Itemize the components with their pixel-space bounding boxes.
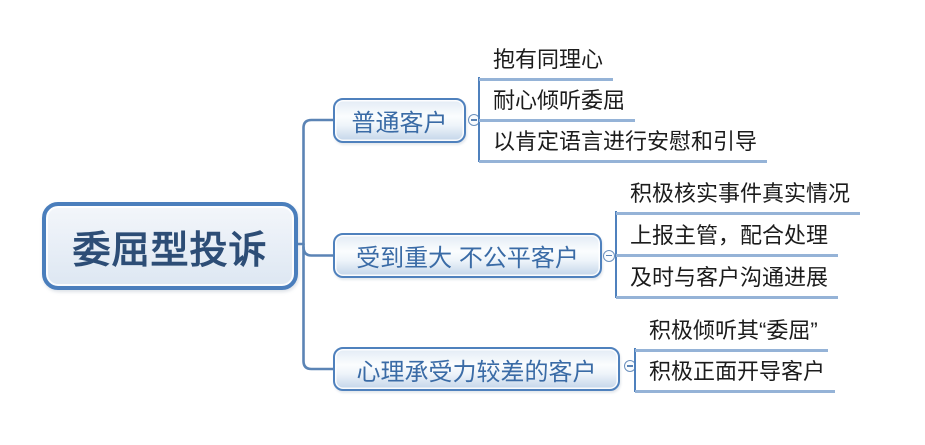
leaf-topic[interactable]: 积极正面开导客户 [635,359,836,393]
minus-icon [627,365,633,367]
leaf-bracket-line [634,348,636,392]
root-topic[interactable]: 委屈型投诉 [42,202,298,290]
leaf-topic[interactable]: 积极核实事件真实情况 [616,181,861,215]
minus-icon [471,119,477,121]
root-topic-label: 委屈型投诉 [72,229,268,272]
leaf-topic[interactable]: 及时与客户沟通进展 [616,265,839,299]
leaf-topic[interactable]: 积极倾听其“委屈” [635,318,828,352]
branch-topic-low-tolerance-customer[interactable]: 心理承受力较差的客户 [333,347,620,391]
branch-topic-label: 受到重大 不公平客户 [356,245,579,272]
collapse-toggle-branch-2[interactable] [603,249,615,262]
leaf-topic[interactable]: 抱有同理心 [479,47,614,81]
branch-topic-major-unfairness-customer[interactable]: 受到重大 不公平客户 [333,233,602,278]
leaf-topic[interactable]: 以肯定语言进行安慰和引导 [479,129,768,163]
branch-topic-label: 普通客户 [351,110,448,137]
branch-topic-label: 心理承受力较差的客户 [356,358,597,386]
branch-topic-ordinary-customer[interactable]: 普通客户 [333,98,466,143]
minus-icon [606,254,612,257]
leaf-topic[interactable]: 上报主管，配合处理 [616,223,839,257]
leaf-topic[interactable]: 耐心倾听委屈 [479,88,636,122]
